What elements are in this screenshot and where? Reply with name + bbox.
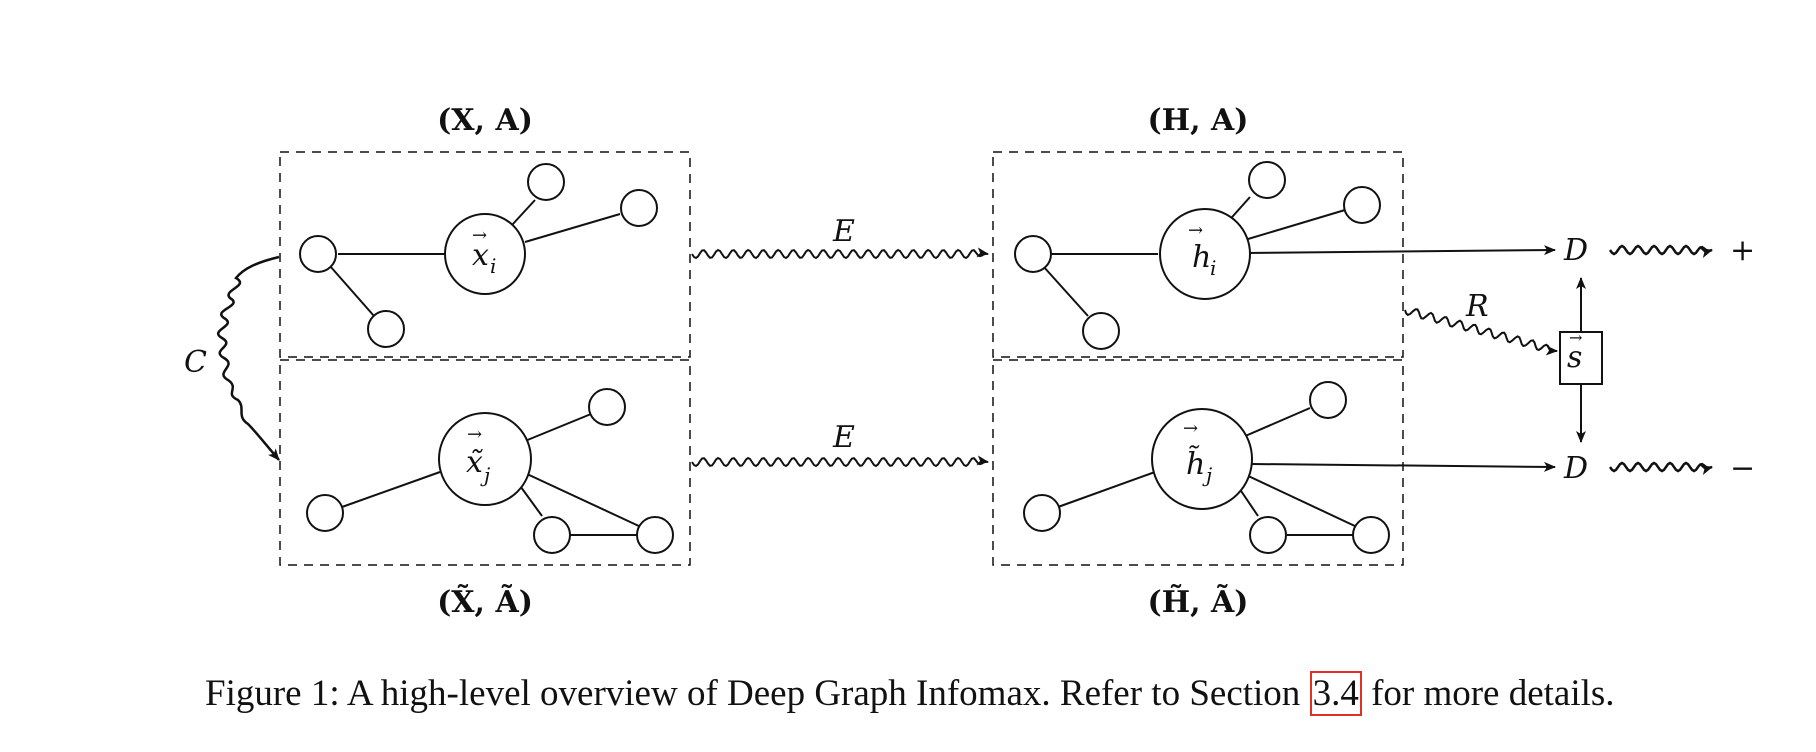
- corrupt-output-node-left: [1023, 494, 1061, 532]
- encoder-label-bottom: E: [832, 420, 855, 455]
- vector-arrow-hi: →: [1188, 220, 1203, 241]
- node-hi-label: h i →: [1188, 220, 1216, 280]
- encoder-arrow-bottom: [691, 455, 989, 468]
- node-hj-label: h̃ j →: [1183, 418, 1212, 487]
- vector-arrow-xi: →: [472, 225, 487, 246]
- corrupt-output-node-top: [1309, 381, 1347, 419]
- positive-output-arrow: [1608, 244, 1713, 258]
- node-xi-label: x i →: [472, 225, 496, 278]
- corrupt-node-top: [588, 388, 626, 426]
- readout-arrow: [1404, 308, 1558, 356]
- encoder-arrow-top: [691, 247, 989, 260]
- node-xj-tilde: [438, 412, 532, 506]
- node-hj-tilde: [1151, 408, 1253, 510]
- input-node-bottom: [367, 310, 405, 348]
- caption-text-before: Figure 1: A high-level overview of Deep …: [205, 673, 1310, 714]
- positive-label: +: [1730, 233, 1755, 268]
- output-graph-label: (H, A): [1148, 103, 1249, 138]
- output-node-bottom: [1082, 312, 1120, 350]
- corrupt-node-bottom-a: [533, 516, 571, 554]
- node-hi: [1159, 208, 1251, 300]
- input-graph-edges: [329, 199, 621, 317]
- section-link[interactable]: 3.4: [1309, 671, 1362, 716]
- negative-label: −: [1730, 451, 1755, 486]
- output-graph-box: [992, 151, 1404, 358]
- node-hj-symbol: h̃: [1186, 445, 1205, 482]
- discriminator-bottom-label: D: [1563, 451, 1588, 486]
- corrupt-node-left: [306, 494, 344, 532]
- figure-caption: Figure 1: A high-level overview of Deep …: [205, 671, 1765, 716]
- node-xj-subscript: j: [480, 463, 490, 487]
- node-hi-subscript: i: [1210, 256, 1216, 280]
- corrupted-graph-box: [279, 359, 691, 566]
- readout-label: R: [1465, 289, 1489, 324]
- output-node-right: [1343, 186, 1381, 224]
- vector-arrow-hj: →: [1183, 418, 1198, 439]
- output-node-left: [1014, 235, 1052, 273]
- corrupt-output-node-bottom-a: [1249, 516, 1287, 554]
- input-node-left: [299, 235, 337, 273]
- encoder-label-top: E: [832, 214, 855, 249]
- summary-label: s: [1567, 340, 1582, 375]
- node-xi-symbol: x: [472, 238, 489, 273]
- node-xi: [444, 213, 526, 295]
- node-hj-subscript: j: [1202, 463, 1212, 487]
- input-node-right: [620, 189, 658, 227]
- output-node-top: [1248, 161, 1286, 199]
- input-graph-box: [279, 151, 691, 358]
- node-xi-subscript: i: [490, 254, 496, 278]
- input-graph-label: (X, A): [437, 103, 533, 138]
- corrupted-graph-edges: [341, 413, 642, 536]
- discriminator-top-label: D: [1563, 233, 1588, 268]
- node-xj-label: x̃ j →: [466, 424, 490, 487]
- caption-text-after: for more details.: [1361, 673, 1615, 714]
- vector-arrow-s: →: [1569, 328, 1582, 347]
- corrupted-output-label: (H̃, Ã): [1148, 584, 1249, 620]
- corrupted-output-edges: [1057, 407, 1556, 536]
- negative-output-arrow: [1608, 461, 1713, 475]
- vector-arrow-xj: →: [467, 424, 482, 445]
- node-xj-symbol: x̃: [466, 445, 484, 480]
- corrupted-output-box: [992, 359, 1404, 566]
- input-node-top: [527, 163, 565, 201]
- corruption-arrow: [217, 255, 280, 461]
- corrupted-graph-label: (X̃, Ã): [437, 584, 533, 620]
- node-hi-symbol: h: [1192, 240, 1211, 275]
- summary-box: [1559, 331, 1603, 385]
- corrupt-output-node-bottom-b: [1352, 516, 1390, 554]
- corruption-label: C: [184, 345, 207, 380]
- corrupt-node-bottom-b: [636, 516, 674, 554]
